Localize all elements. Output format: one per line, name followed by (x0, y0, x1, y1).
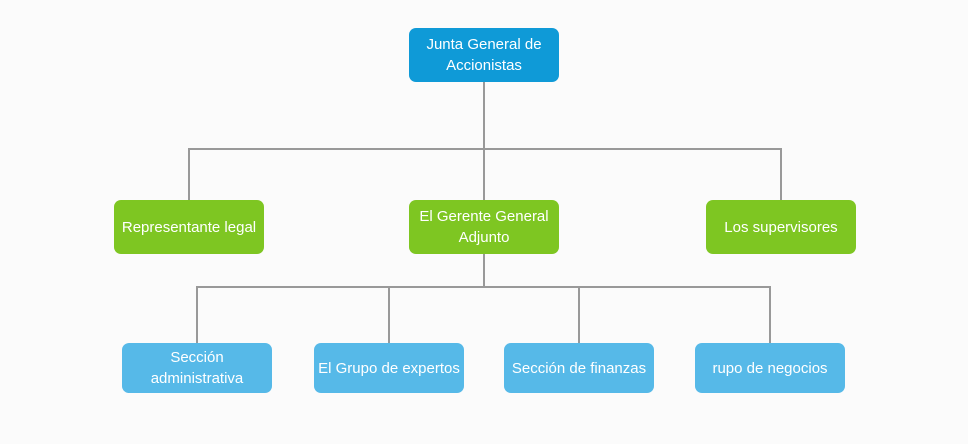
connector-drop-rupo-de-negocios (769, 286, 771, 343)
node-el-grupo-de-expertos[interactable]: El Grupo de expertos (314, 343, 464, 393)
connector-drop-el-grupo-de-expertos (388, 286, 390, 343)
node-representante-legal[interactable]: Representante legal (114, 200, 264, 254)
connector-gerente-to-level3-line (483, 254, 485, 288)
connector-root-to-level2-line (483, 82, 485, 200)
node-seccion-administrativa[interactable]: Sección administrativa (122, 343, 272, 393)
connector-drop-seccion-de-finanzas (578, 286, 580, 343)
node-el-gerente-general-adjunto[interactable]: El Gerente General Adjunto (409, 200, 559, 254)
node-los-supervisores[interactable]: Los supervisores (706, 200, 856, 254)
node-seccion-de-finanzas[interactable]: Sección de finanzas (504, 343, 654, 393)
connector-level2-horizontal-line (188, 148, 782, 150)
node-junta-general-de-accionistas[interactable]: Junta General de Accionistas (409, 28, 559, 82)
node-rupo-de-negocios[interactable]: rupo de negocios (695, 343, 845, 393)
connector-level3-horizontal-line (196, 286, 771, 288)
connector-drop-representante-legal (188, 148, 190, 200)
connector-drop-los-supervisores (780, 148, 782, 200)
connector-drop-seccion-administrativa (196, 286, 198, 343)
